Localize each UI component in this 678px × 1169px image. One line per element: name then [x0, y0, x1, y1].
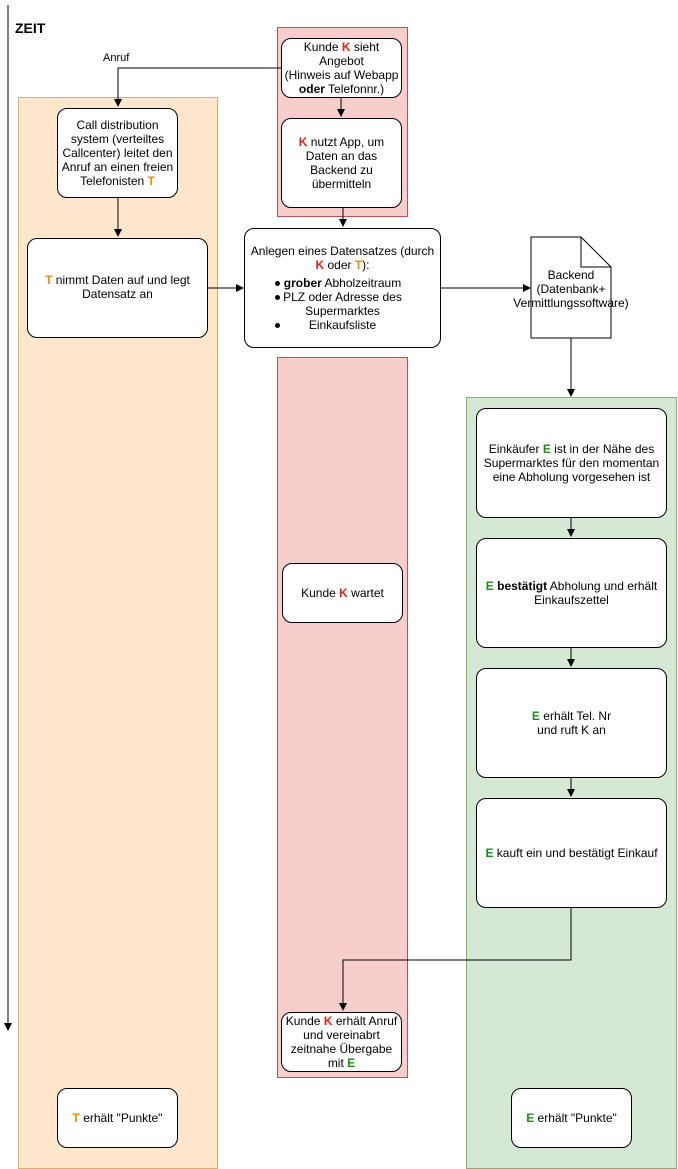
node-kunde-wartet: Kunde K wartet: [282, 563, 403, 623]
datensatz-list: grober Abholzeitraum PLZ oder Adresse de…: [249, 276, 436, 332]
node-einkaeufer-naehe: Einkäufer E ist in der Nähe des Supermar…: [476, 408, 667, 518]
node-t-nimmt-daten: T nimmt Daten auf und legt Datensatz an: [27, 238, 208, 338]
node-t-erhaelt-punkte: T erhält "Punkte": [57, 1088, 178, 1148]
list-item: Einkaufsliste: [249, 318, 436, 332]
node-e-kauft-ein: E kauft ein und bestätigt Einkauf: [476, 798, 667, 908]
node-e-erhaelt-punkte: E erhält "Punkte": [511, 1088, 632, 1148]
edge-label-anruf: Anruf: [103, 52, 130, 64]
node-e-bestaetigt: E bestätigt Abholung und erhält Einkaufs…: [476, 538, 667, 648]
list-item: grober Abholzeitraum: [249, 276, 436, 290]
lane-kunde-bottom: [277, 357, 408, 1078]
node-kunde-sieht-angebot: Kunde K sieht Angebot (Hinweis auf Webap…: [281, 38, 402, 98]
backend-document-fold: [580, 237, 611, 268]
node-kunde-nutzt-app: K nutzt App, um Daten an das Backend zu …: [281, 118, 402, 208]
node-call-distribution: Call distribution system (verteiltes Cal…: [57, 108, 178, 198]
node-backend: Backend (Datenbank+ Vermittlungssoftware…: [513, 268, 629, 310]
time-title: ZEIT: [15, 20, 46, 36]
backend-document-shape: [530, 236, 612, 339]
node-kunde-erhaelt-anruf: Kunde K erhält Anruf und vereinabrt zeit…: [281, 1012, 402, 1072]
node-e-erhaelt-telnr: E erhält Tel. Nr und ruft K an: [476, 668, 667, 778]
arrow-anruf: [114, 67, 281, 107]
node-anlegen-datensatz: Anlegen eines Datensatzes (durch K oder …: [244, 228, 441, 348]
arrow-ekauft-kundeanruf: [339, 908, 572, 1011]
